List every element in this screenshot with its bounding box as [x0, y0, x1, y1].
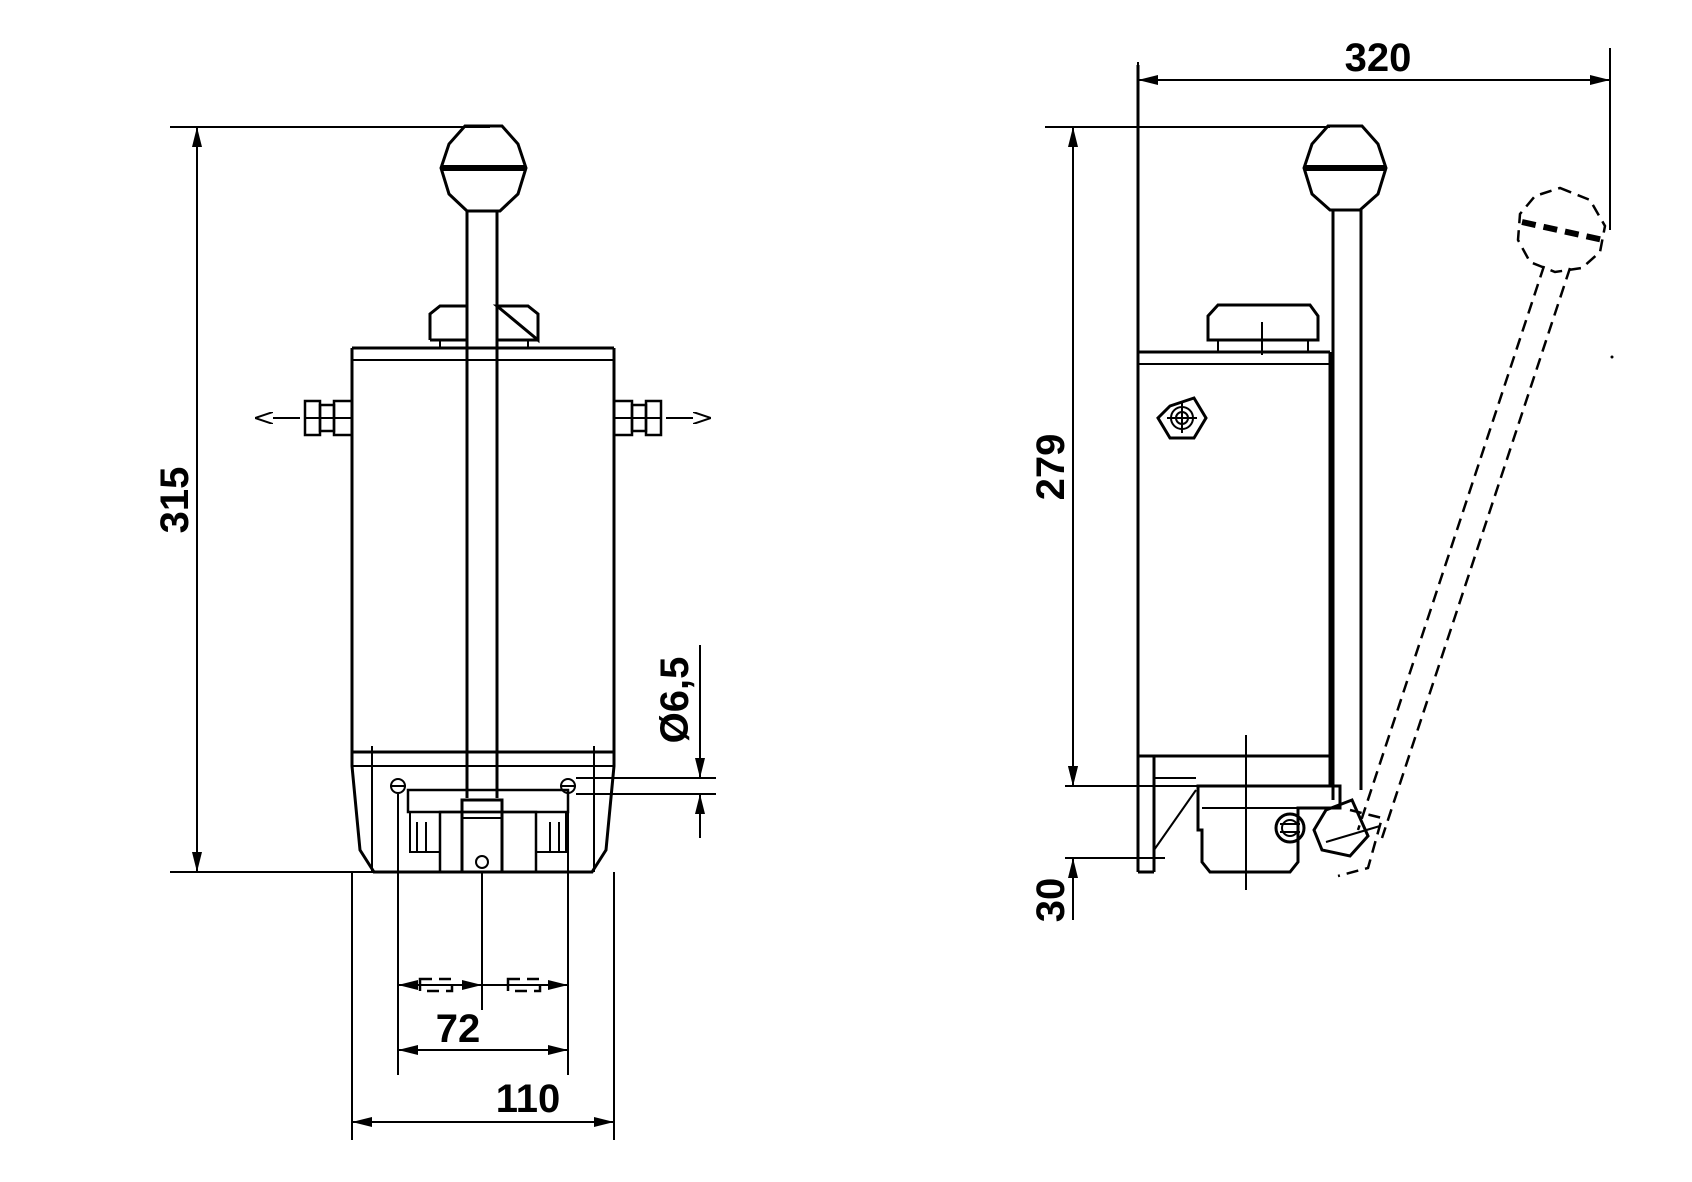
dim-315-label: 315: [153, 467, 197, 534]
front-reservoir: [350, 346, 616, 752]
front-outlet-right: [612, 399, 711, 437]
dim-30-label: 30: [1029, 878, 1073, 923]
dim-72-label: 72: [436, 1007, 481, 1051]
stray-mark: [1610, 355, 1614, 359]
front-handle-rod: [465, 210, 499, 798]
front-outlet-left: [255, 399, 354, 437]
dim-30: 30: [1029, 735, 1165, 922]
dim-72: 72: [397, 794, 569, 1075]
dim-110-label: 110: [496, 1077, 561, 1121]
side-handle-rod: [1331, 210, 1363, 800]
side-handle-tilted: [1356, 186, 1607, 839]
dim-hole-diameter: Ø6,5: [576, 645, 716, 838]
side-reservoir: [1138, 350, 1332, 787]
front-view: 315 Ø6,5 72 110: [153, 124, 716, 1140]
side-view: 320 279 30: [1029, 36, 1614, 922]
dim-320: 320: [1137, 36, 1611, 230]
side-pump-base: [1196, 735, 1384, 890]
side-lid: [1206, 303, 1320, 355]
front-handle-knob: [439, 124, 528, 213]
dim-279-label: 279: [1029, 434, 1073, 501]
dim-110: 110: [351, 872, 615, 1140]
side-handle-knob: [1302, 124, 1388, 212]
side-fitting-nut: [1156, 396, 1208, 440]
dim-hole-diameter-label: Ø6,5: [653, 657, 697, 744]
front-lid: [428, 304, 540, 348]
front-base: [350, 746, 616, 874]
dim-320-label: 320: [1345, 36, 1412, 80]
side-mounting-plate: [1136, 65, 1197, 874]
dim-279: 279: [1029, 126, 1330, 787]
dim-315: 315: [153, 126, 490, 873]
